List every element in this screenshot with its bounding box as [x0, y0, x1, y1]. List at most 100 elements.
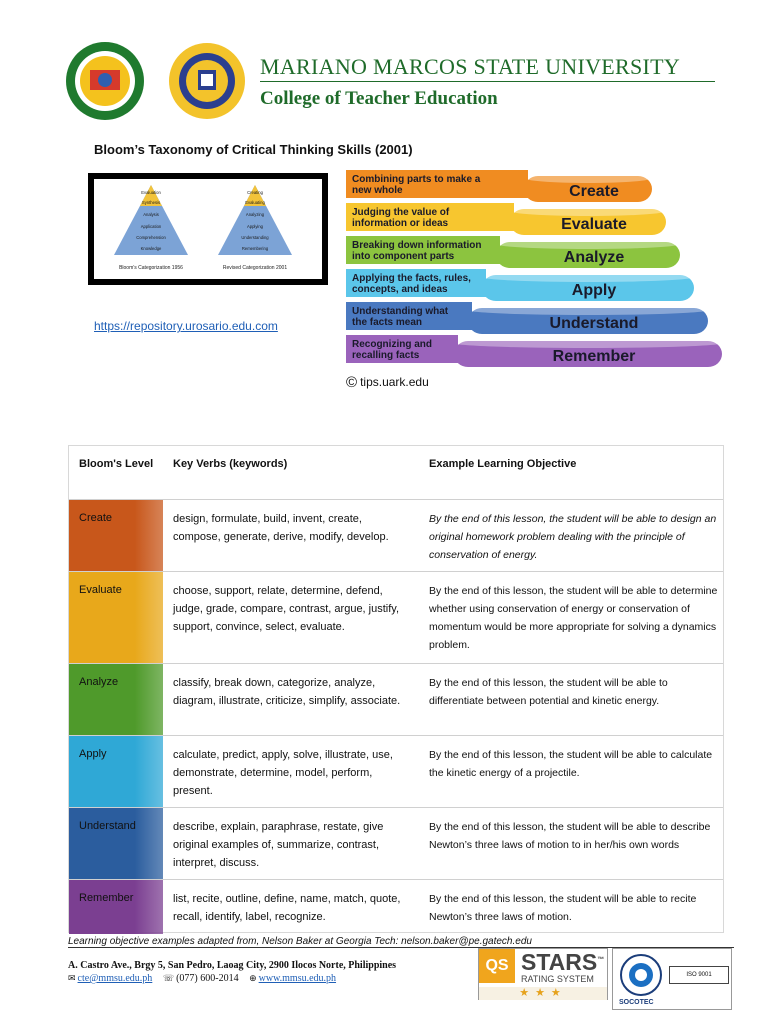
row-objective: By the end of this lesson, the student w… [429, 749, 713, 779]
row-verbs: describe, explain, paraphrase, restate, … [173, 821, 384, 869]
footer-website[interactable]: www.mmsu.edu.ph [258, 973, 337, 984]
stack-tier-top [510, 206, 666, 216]
row-level: Apply [69, 736, 163, 807]
table-row: Remember list, recite, outline, define, n… [69, 880, 723, 934]
table-row: Create design, formulate, build, invent, … [69, 500, 723, 572]
table-header: Bloom's Level Key Verbs (keywords) Examp… [69, 446, 723, 500]
pyramid-comparison-image: Evaluation Synthesis Analysis Applicatio… [88, 173, 328, 285]
stack-tier-description: the facts mean [352, 317, 422, 328]
right-pyr-label: Applying [247, 224, 264, 229]
stack-tier-description: into component parts [352, 251, 455, 262]
stack-tier-banner [346, 302, 472, 330]
stack-tier-banner [346, 335, 458, 363]
right-pyr-label: Understanding [241, 235, 269, 240]
row-objective: By the end of this lesson, the student w… [429, 585, 718, 651]
stack-tier-disk [496, 242, 680, 268]
qs-stars-title: STARS™ [521, 949, 604, 976]
stack-tier-top [468, 305, 708, 315]
stack-tier-top [454, 338, 722, 348]
footer-divider [68, 947, 734, 948]
stack-tier-name: Evaluate [561, 216, 627, 233]
stack-tier-name: Remember [553, 348, 636, 365]
footer-address: A. Castro Ave., Brgy 5, San Pedro, Laoag… [68, 960, 397, 971]
row-verbs: calculate, predict, apply, solve, illust… [173, 749, 393, 797]
row-level: Analyze [69, 664, 163, 735]
college-name: College of Teacher Education [260, 88, 498, 109]
stack-tier-banner [346, 269, 486, 297]
stack-tier-description: Applying the facts, rules, [352, 273, 471, 284]
qs-star-row: ★★★ [479, 987, 607, 1000]
repository-link[interactable]: https://repository.urosario.edu.com [94, 319, 278, 333]
stack-tier-name: Analyze [564, 249, 625, 266]
copyright-icon: © [346, 374, 358, 391]
iso-label: ISO 9001 [669, 966, 729, 984]
header-verbs: Key Verbs (keywords) [173, 458, 288, 470]
left-pyr-label: Evaluation [141, 190, 161, 195]
socotec-logo-icon [620, 954, 662, 996]
row-level: Create [69, 500, 163, 571]
stack-tier-banner [346, 236, 500, 264]
left-pyr-label: Comprehension [136, 235, 166, 240]
stack-tier-name: Understand [550, 315, 639, 332]
university-name: MARIANO MARCOS STATE UNIVERSITY [260, 54, 681, 79]
header-divider [260, 81, 715, 82]
stack-tier-description: Combining parts to make a [352, 174, 481, 185]
qs-rating-text: RATING SYSTEM [521, 974, 594, 984]
left-pyr-label: Analysis [143, 212, 159, 217]
row-level: Understand [69, 808, 163, 879]
stack-tier-disk [454, 341, 722, 367]
right-pyr-label: Creating [247, 190, 263, 195]
mmsu-seal-logo [66, 42, 144, 120]
stack-tier-top [482, 272, 694, 282]
row-objective: By the end of this lesson, the student w… [429, 893, 697, 923]
footer-contacts: ✉cte@mmsu.edu.ph ☏(077) 600-2014 ⊕www.mm… [68, 973, 336, 984]
row-level: Remember [69, 880, 163, 934]
table-row: Analyze classify, break down, categorize,… [69, 664, 723, 736]
trademark-mark: ™ [597, 956, 605, 964]
globe-icon: ⊕ [249, 973, 257, 983]
row-verbs: classify, break down, categorize, analyz… [173, 677, 401, 707]
footnote: Learning objective examples adapted from… [68, 936, 532, 947]
phone-icon: ☏ [162, 973, 175, 983]
right-pyr-label: Analyzing [246, 212, 265, 217]
left-pyr-label: Knowledge [141, 246, 162, 251]
row-verbs: choose, support, relate, determine, defe… [173, 585, 400, 633]
stack-tier-description: concepts, and ideas [352, 284, 448, 295]
stack-tier-description: recalling facts [352, 350, 420, 361]
row-verbs: design, formulate, build, invent, create… [173, 513, 389, 543]
right-pyr-label: Remembering [242, 246, 269, 251]
left-pyr-caption: Bloom’s Categorization 1956 [119, 265, 183, 271]
header-level: Bloom's Level [79, 458, 154, 470]
stack-tier-description: Judging the value of [352, 207, 450, 218]
qs-stars-text: STARS [521, 949, 598, 975]
mail-icon: ✉ [68, 973, 76, 983]
footer-email[interactable]: cte@mmsu.edu.ph [77, 973, 153, 984]
qs-logo: QS [479, 949, 515, 983]
row-objective: By the end of this lesson, the student w… [429, 513, 717, 561]
header-objective: Example Learning Objective [429, 458, 577, 470]
stack-tier-disk [524, 176, 652, 202]
qs-stars-badge: QS STARS™ RATING SYSTEM ★★★ [478, 948, 608, 1000]
row-verbs: list, recite, outline, define, name, mat… [173, 893, 401, 923]
stack-tier-name: Apply [572, 282, 617, 299]
row-objective: By the end of this lesson, the student w… [429, 677, 668, 707]
right-pyr-caption: Revised Categorization 2001 [223, 265, 287, 271]
stack-tier: Applying the facts, rules,concepts, and … [346, 269, 694, 301]
footer-phone: (077) 600-2014 [176, 973, 239, 984]
left-pyr-label: Application [141, 224, 162, 229]
stack-credit: ©tips.uark.edu [346, 374, 429, 391]
stack-tier-disk [468, 308, 708, 334]
stack-tier-name: Create [569, 183, 619, 200]
row-level: Evaluate [69, 572, 163, 663]
pyramid-graphic: Evaluation Synthesis Analysis Applicatio… [114, 185, 292, 271]
document-title: Bloom’s Taxonomy of Critical Thinking Sk… [94, 142, 413, 157]
stack-tier-description: information or ideas [352, 218, 449, 229]
stack-tier-description: Breaking down information [352, 240, 481, 251]
left-pyr-label: Synthesis [142, 200, 160, 205]
